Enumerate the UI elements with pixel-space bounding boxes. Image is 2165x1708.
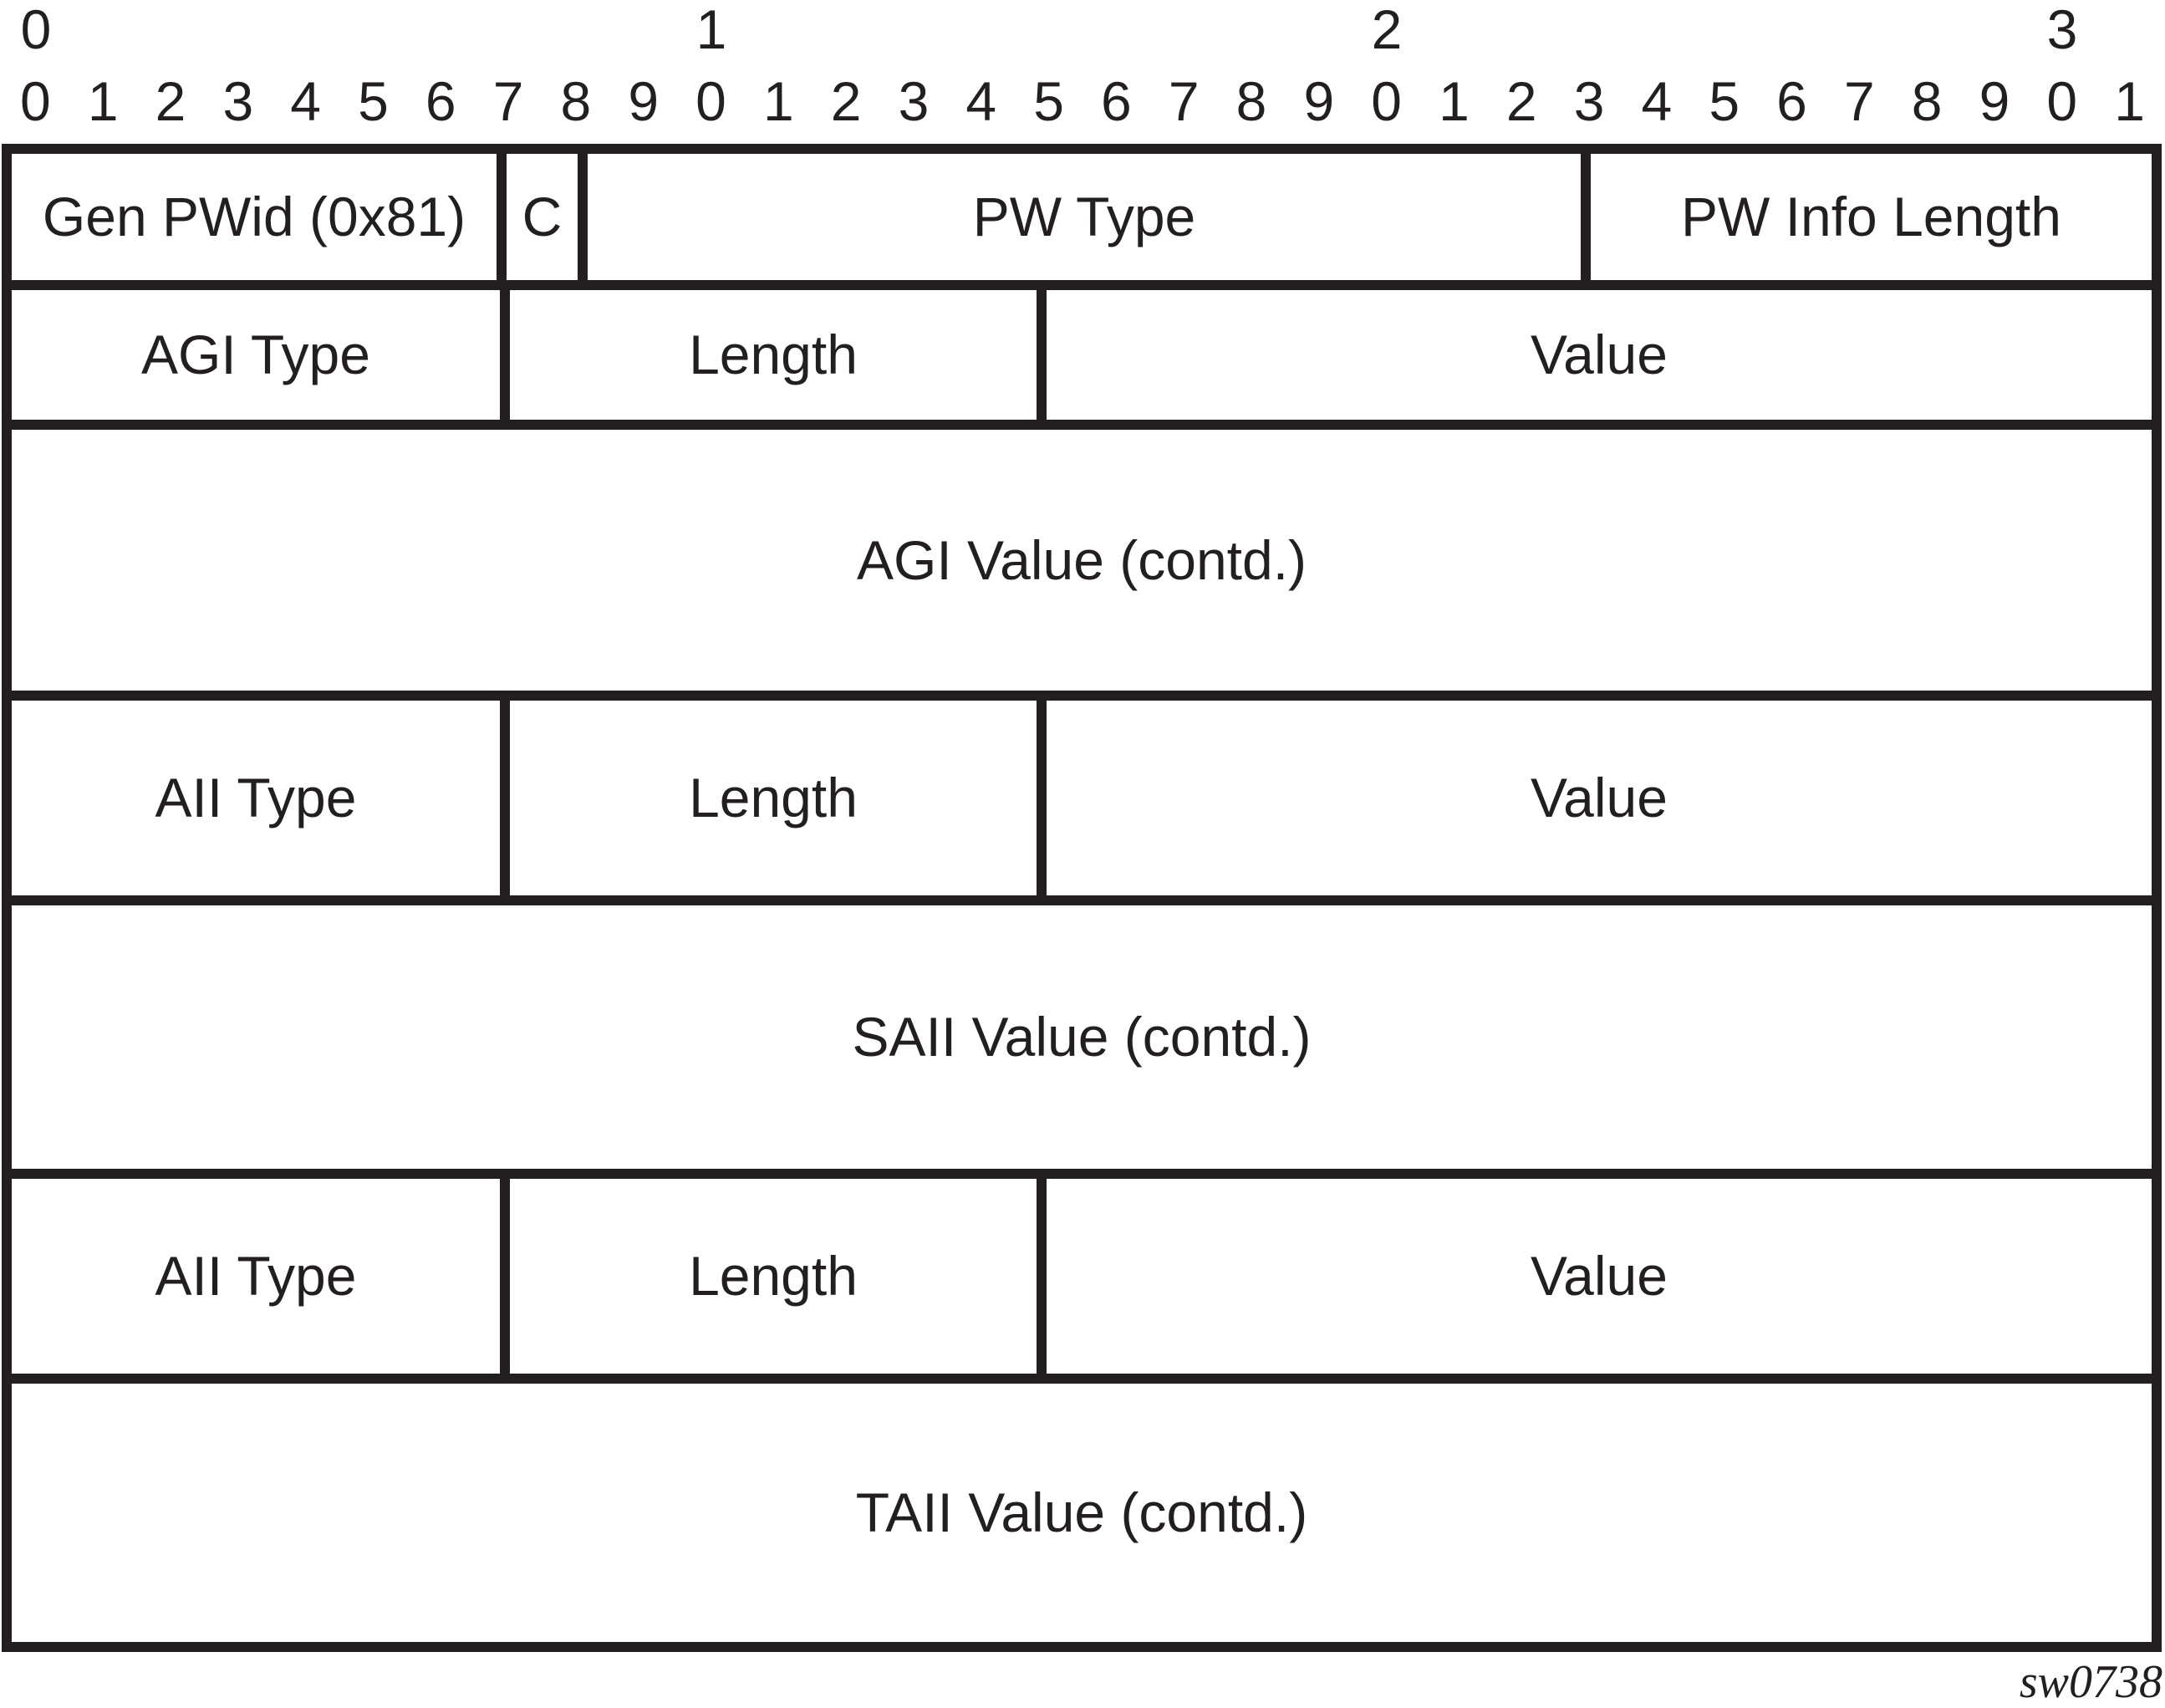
row-agi-value-contd: AGI Value (contd.) — [12, 430, 2152, 701]
bit-digit: 4 — [1641, 70, 1673, 132]
bit-digit: 6 — [425, 70, 456, 132]
bit-digit: 3 — [1573, 70, 1605, 132]
field-length-saii: Length — [510, 701, 1047, 895]
bit-digit: 3 — [898, 70, 930, 132]
bit-digit: 2 — [1505, 70, 1537, 132]
field-label: PW Type — [972, 186, 1196, 248]
field-label: TAII Value (contd.) — [855, 1481, 1308, 1544]
bit-digit: 0 — [20, 70, 51, 132]
diagram-frame: Gen PWid (0x81) C PW Type PW Info Length… — [2, 144, 2162, 1652]
row-taii: AII Type Length Value — [12, 1179, 2152, 1384]
bit-digit: 7 — [1168, 70, 1200, 132]
field-label: C — [522, 186, 563, 248]
field-length-taii: Length — [510, 1179, 1047, 1374]
field-label: Value — [1531, 324, 1668, 386]
field-label: AII Type — [155, 1245, 357, 1308]
field-pw-type: PW Type — [588, 154, 1591, 280]
bit-digit: 6 — [1101, 70, 1132, 132]
bit-digit: 4 — [290, 70, 322, 132]
bit-digit: 5 — [1033, 70, 1064, 132]
bit-digit: 1 — [87, 70, 119, 132]
row-saii-value-contd: SAII Value (contd.) — [12, 905, 2152, 1179]
bit-digit: 2 — [155, 70, 186, 132]
bit-digit: 0 — [2046, 70, 2078, 132]
bit-digit: 9 — [1979, 70, 2010, 132]
row-header: Gen PWid (0x81) C PW Type PW Info Length — [12, 154, 2152, 290]
field-gen-pwid: Gen PWid (0x81) — [12, 154, 507, 280]
field-aii-type-taii: AII Type — [12, 1179, 510, 1374]
field-agi-type: AGI Type — [12, 290, 510, 420]
ruler-group-label-0: 0 — [20, 0, 52, 60]
field-pw-info-length: PW Info Length — [1591, 154, 2152, 280]
bit-digit: 0 — [695, 70, 726, 132]
field-control-bit: C — [507, 154, 588, 280]
bit-ruler-group-labels: 0 1 2 3 — [0, 2, 2165, 60]
bit-digit: 1 — [1439, 70, 1470, 132]
bit-digit: 8 — [560, 70, 592, 132]
bit-digit: 4 — [965, 70, 997, 132]
field-agi-value-contd: AGI Value (contd.) — [12, 430, 2152, 691]
bit-digit: 3 — [222, 70, 254, 132]
field-label: AGI Type — [141, 324, 370, 386]
field-label: Length — [689, 1245, 858, 1308]
figure-id: sw0738 — [2019, 1656, 2162, 1708]
row-taii-value-contd: TAII Value (contd.) — [12, 1384, 2152, 1642]
bit-digit: 5 — [358, 70, 389, 132]
bit-digit: 1 — [2114, 70, 2145, 132]
ruler-group-label-2: 2 — [1371, 0, 1403, 60]
bit-digit: 9 — [1303, 70, 1335, 132]
field-taii-value-contd: TAII Value (contd.) — [12, 1384, 2152, 1642]
field-label: Length — [689, 767, 858, 829]
bit-digit: 1 — [762, 70, 794, 132]
row-saii: AII Type Length Value — [12, 701, 2152, 905]
field-label: AGI Value (contd.) — [856, 528, 1307, 591]
field-saii-value-contd: SAII Value (contd.) — [12, 905, 2152, 1169]
bit-digit: 8 — [1911, 70, 1943, 132]
bit-digit: 9 — [628, 70, 660, 132]
ruler-group-label-1: 1 — [695, 0, 727, 60]
field-label: Length — [689, 324, 858, 386]
bit-digit: 0 — [1371, 70, 1403, 132]
bit-digit: 5 — [1709, 70, 1740, 132]
field-label: SAII Value (contd.) — [852, 1006, 1312, 1068]
field-label: AII Type — [155, 767, 357, 829]
bit-digit: 7 — [492, 70, 524, 132]
field-label: Gen PWid (0x81) — [42, 186, 466, 248]
field-label: Value — [1531, 767, 1668, 829]
field-aii-type-saii: AII Type — [12, 701, 510, 895]
bit-digit: 6 — [1776, 70, 1807, 132]
field-value-taii: Value — [1047, 1179, 2152, 1374]
field-agi-length: Length — [510, 290, 1047, 420]
bit-digit: 8 — [1235, 70, 1267, 132]
ruler-group-label-3: 3 — [2046, 0, 2078, 60]
field-label: Value — [1531, 1245, 1668, 1308]
bit-digit: 2 — [830, 70, 862, 132]
field-label: PW Info Length — [1681, 186, 2061, 248]
bit-digit: 7 — [1843, 70, 1875, 132]
field-value-saii: Value — [1047, 701, 2152, 895]
row-agi: AGI Type Length Value — [12, 290, 2152, 430]
field-agi-value: Value — [1047, 290, 2152, 420]
